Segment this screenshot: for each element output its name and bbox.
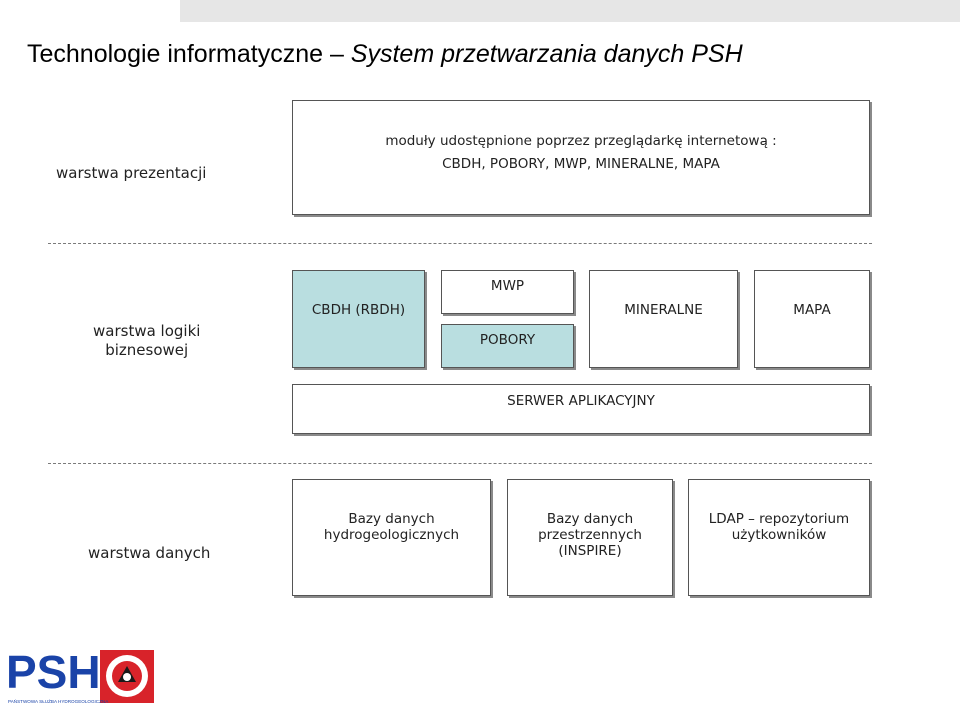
business-layer-label-line2: biznesowej bbox=[105, 341, 189, 359]
business-layer-label: warstwa logiki biznesowej bbox=[93, 322, 200, 360]
module-pobory: POBORY bbox=[441, 324, 574, 368]
ldap-line1: LDAP – repozytorium bbox=[708, 511, 850, 527]
module-mwp-label: MWP bbox=[490, 278, 525, 294]
module-mapa: MAPA bbox=[754, 270, 870, 368]
application-server-label: SERWER APLIKACYJNY bbox=[507, 393, 655, 409]
layer-separator-bottom bbox=[48, 463, 872, 464]
module-cbdh: CBDH (RBDH) bbox=[292, 270, 425, 368]
db-spatial-line2: przestrzennych bbox=[538, 527, 642, 543]
presentation-box-line2: CBDH, POBORY, MWP, MINERALNE, MAPA bbox=[442, 156, 720, 172]
slide-title: Technologie informatyczne – System przet… bbox=[27, 40, 743, 69]
module-mineralne: MINERALNE bbox=[589, 270, 738, 368]
emblem-drop-icon bbox=[123, 673, 131, 681]
module-cbdh-label: CBDH (RBDH) bbox=[311, 302, 406, 318]
ldap-box: LDAP – repozytorium użytkowników bbox=[688, 479, 870, 596]
title-main: Technologie informatyczne – bbox=[27, 40, 351, 68]
presentation-box-line1: moduły udostępnione poprzez przeglądarkę… bbox=[385, 133, 777, 149]
psh-logo-subtitle: PAŃSTWOWA SŁUŻBA HYDROGEOLOGICZNA bbox=[8, 698, 109, 704]
data-layer-label: warstwa danych bbox=[88, 544, 211, 562]
layer-separator-top bbox=[48, 243, 872, 244]
presentation-layer-label: warstwa prezentacji bbox=[56, 164, 207, 182]
psh-logo-graphic: PSH PAŃSTWOWA SŁUŻBA HYDROGEOLOGICZNA bbox=[6, 646, 154, 704]
db-hydro-line2: hydrogeologicznych bbox=[323, 527, 460, 543]
psh-logo-text: PSH bbox=[6, 648, 101, 698]
db-spatial-line3: (INSPIRE) bbox=[558, 543, 622, 559]
db-spatial-line1: Bazy danych bbox=[546, 511, 634, 527]
presentation-box: moduły udostępnione poprzez przeglądarkę… bbox=[292, 100, 870, 215]
application-server-box: SERWER APLIKACYJNY bbox=[292, 384, 870, 434]
module-mwp: MWP bbox=[441, 270, 574, 314]
db-hydro-line1: Bazy danych bbox=[348, 511, 435, 527]
module-mapa-label: MAPA bbox=[793, 302, 831, 318]
psh-logo: PSH PAŃSTWOWA SŁUŻBA HYDROGEOLOGICZNA bbox=[6, 646, 156, 706]
db-spatial-box: Bazy danych przestrzennych (INSPIRE) bbox=[507, 479, 673, 596]
db-hydro-box: Bazy danych hydrogeologicznych bbox=[292, 479, 491, 596]
ldap-line2: użytkowników bbox=[731, 527, 827, 543]
business-layer-label-line1: warstwa logiki bbox=[93, 322, 201, 340]
module-pobory-label: POBORY bbox=[479, 332, 536, 348]
module-mineralne-label: MINERALNE bbox=[624, 302, 703, 318]
top-gray-bar bbox=[180, 0, 960, 22]
title-italic: System przetwarzania danych PSH bbox=[350, 40, 743, 68]
